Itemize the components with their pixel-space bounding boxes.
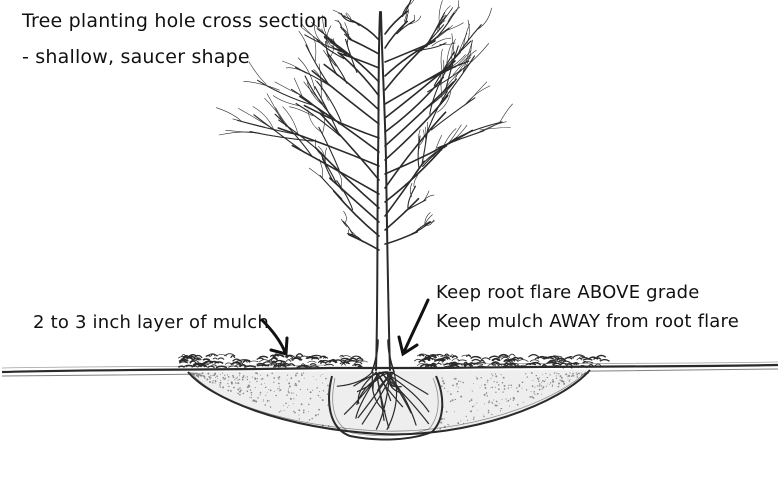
tree xyxy=(216,0,513,373)
tree-trunk xyxy=(375,11,391,371)
root-flare-annotation-2: Keep mulch AWAY from root flare xyxy=(436,311,740,332)
tree-branches xyxy=(216,0,513,251)
planting-hole xyxy=(187,369,591,436)
root-ball xyxy=(328,371,444,441)
mulch-arrow xyxy=(260,318,289,356)
mulch-layer xyxy=(177,353,610,369)
root-flare-arrow xyxy=(397,298,430,357)
mulch-annotation: 2 to 3 inch layer of mulch xyxy=(33,312,269,333)
title-line-2: - shallow, saucer shape xyxy=(22,46,250,68)
root-flare-annotation-1: Keep root flare ABOVE grade xyxy=(436,282,700,303)
title-line-1: Tree planting hole cross section xyxy=(22,10,329,32)
